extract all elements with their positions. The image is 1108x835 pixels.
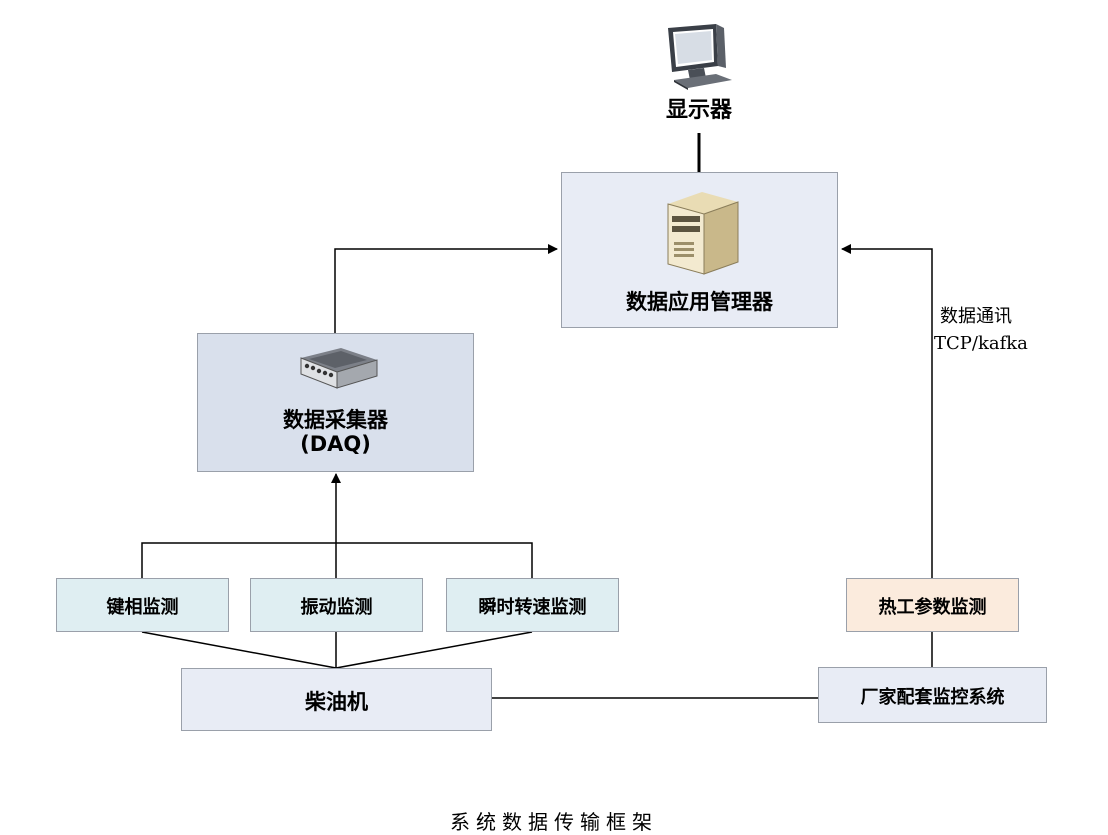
vibration-monitor-box[interactable] [250, 578, 423, 632]
vendor-monitoring-system-box[interactable] [818, 667, 1047, 723]
instant-speed-monitor-label: 瞬时转速监测 [478, 597, 587, 618]
vendor-monitoring-system-label: 厂家配套监控系统 [860, 687, 1005, 708]
daq-to-manager-arrow [334, 244, 558, 333]
daq-device-icon [300, 348, 378, 389]
display-label: 显示器 [665, 98, 732, 123]
vibration-monitor-label: 振动监测 [300, 597, 373, 618]
server-icon [667, 192, 739, 275]
engine-to-speed [335, 631, 533, 669]
engine-to-keyphase [141, 631, 337, 669]
keyphase-monitor-label: 键相监测 [106, 597, 179, 618]
monitor-icon [668, 24, 732, 90]
diesel-engine-label: 柴油机 [305, 690, 368, 714]
thermal-parameter-monitor-label: 热工参数监测 [878, 597, 987, 618]
diesel-engine-box[interactable] [181, 668, 492, 731]
keyphase-monitor-box[interactable] [56, 578, 229, 632]
protocol-label: TCP/kafka [934, 333, 1028, 354]
thermal-to-manager-arrow [841, 244, 933, 578]
monitor-bus [141, 542, 533, 578]
data-acquisition-sublabel: (DAQ) [300, 432, 371, 456]
diagram-caption: 系统数据传输框架 [450, 810, 658, 834]
data-acquisition-label: 数据采集器 [283, 408, 388, 432]
communication-label: 数据通讯 [940, 306, 1012, 327]
instant-speed-monitor-box[interactable] [446, 578, 619, 632]
data-application-manager-label: 数据应用管理器 [626, 290, 773, 314]
thermal-parameter-monitor-box[interactable] [846, 578, 1019, 632]
